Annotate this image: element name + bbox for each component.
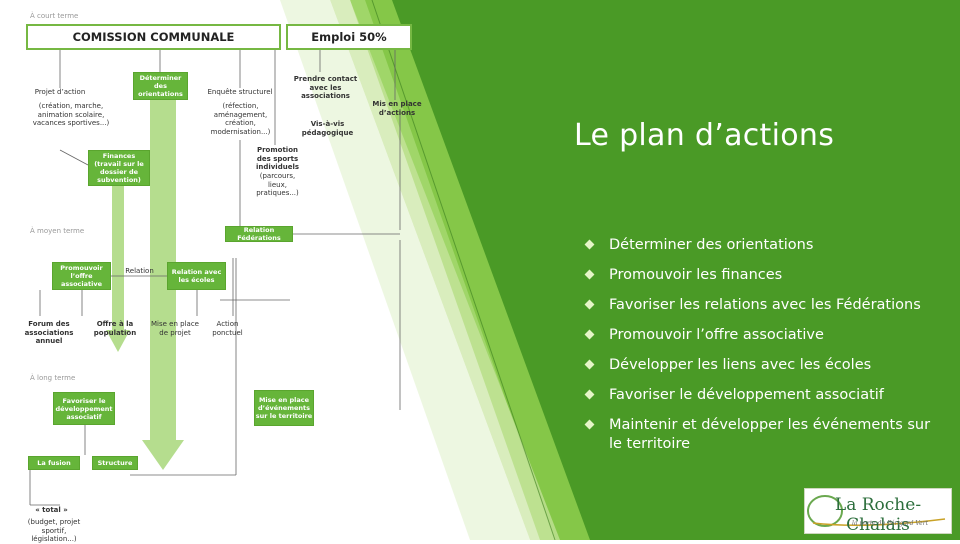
big-arrow-right: [142, 100, 184, 470]
light-green-stripe-1: [350, 0, 590, 540]
enquete-detail: (réfection, aménagement, création, moder…: [210, 102, 271, 136]
total-detail: (budget, projet sportif, législation...): [27, 518, 81, 543]
list-item-text: Promouvoir les finances: [609, 267, 783, 283]
logo-swoosh-icon: [807, 495, 946, 527]
list-item-text: Maintenir et développer les événements s…: [609, 417, 931, 452]
logo-tagline: la porte du Périgord Vert: [852, 520, 928, 527]
action-ponctuel-label: Action ponctuel: [212, 320, 243, 337]
promouvoir-offre-box: Promouvoir l’offre associative: [52, 262, 111, 290]
diamond-bullet-icon: [584, 239, 595, 250]
favoriser-dev-box: Favoriser le développement associatif: [53, 392, 115, 425]
mise-place-evenements-box: Mise en place d’événements sur le territ…: [254, 390, 314, 426]
mise-place-projet-label: Mise en place de projet: [151, 320, 199, 337]
promotion-sports-label: Promotion des sports individuels: [255, 146, 300, 171]
vis-a-vis-label: Vis-à-vis pédagogique: [301, 120, 354, 137]
commission-label: COMISSION COMMUNALE: [72, 30, 235, 44]
relation-federations-box: Relation Fédérations: [225, 226, 293, 242]
emploi-label: Emploi 50%: [311, 30, 387, 44]
forum-label: Forum des associations annuel: [24, 320, 74, 345]
list-item-text: Favoriser le développement associatif: [609, 387, 884, 403]
list-item: Développer les liens avec les écoles: [584, 356, 944, 375]
diamond-bullet-icon: [584, 329, 595, 340]
list-item: Maintenir et développer les événements s…: [584, 416, 944, 454]
list-item-text: Favoriser les relations avec les Fédérat…: [609, 297, 921, 313]
la-fusion-box: La fusion: [28, 456, 80, 470]
projet-action-detail: (création, marche, animation scolaire, v…: [32, 102, 110, 127]
diamond-bullet-icon: [584, 299, 595, 310]
commission-box: COMISSION COMMUNALE: [26, 24, 281, 50]
enquete-label: Enquête structurel: [207, 88, 273, 96]
list-item: Promouvoir l’offre associative: [584, 326, 944, 345]
diamond-bullet-icon: [584, 389, 595, 400]
total-label: « total »: [35, 506, 68, 514]
slide-title: Le plan d’actions: [574, 118, 835, 153]
light-green-stripe-2: [330, 0, 560, 540]
relation-label: Relation: [125, 267, 154, 275]
list-item-text: Promouvoir l’offre associative: [609, 327, 824, 343]
list-item-text: Déterminer des orientations: [609, 237, 814, 253]
promotion-detail: (parcours, lieux, pratiques...): [256, 172, 299, 197]
relation-ecoles-box: Relation avec les écoles: [167, 262, 226, 290]
list-item: Déterminer des orientations: [584, 236, 944, 255]
mid-term-label: À moyen terme: [30, 227, 85, 235]
diamond-bullet-icon: [584, 419, 595, 430]
emploi-box: Emploi 50%: [286, 24, 412, 50]
offre-population-label: Offre à la population: [93, 320, 137, 337]
short-term-label: À court terme: [30, 12, 79, 20]
list-item-text: Développer les liens avec les écoles: [609, 357, 872, 373]
long-term-label: À long terme: [30, 374, 76, 382]
mis-en-place-action-label: Mis en place d’actions: [372, 100, 422, 117]
light-green-stripe-3: [280, 0, 530, 540]
finances-box: Finances (travail sur le dossier de subv…: [88, 150, 150, 186]
diamond-bullet-icon: [584, 359, 595, 370]
list-item: Promouvoir les finances: [584, 266, 944, 285]
stripe-line: [371, 0, 556, 540]
determiner-box: Déterminer des orientations: [133, 72, 188, 100]
logo-name: La Roche-Chalais: [834, 495, 922, 535]
list-item: Favoriser le développement associatif: [584, 386, 944, 405]
action-plan-diagram: [29, 50, 401, 506]
big-arrow-left: [106, 186, 130, 352]
projet-action-label: Projet d’action: [34, 88, 86, 96]
prendre-contact-label: Prendre contact avec les associations: [293, 75, 358, 100]
la-roche-chalais-logo: La Roche-Chalais la porte du Périgord Ve…: [804, 488, 952, 535]
structure-box: Structure: [92, 456, 138, 470]
list-item: Favoriser les relations avec les Fédérat…: [584, 296, 944, 315]
action-list: Déterminer des orientations Promouvoir l…: [584, 236, 944, 465]
diamond-bullet-icon: [584, 269, 595, 280]
